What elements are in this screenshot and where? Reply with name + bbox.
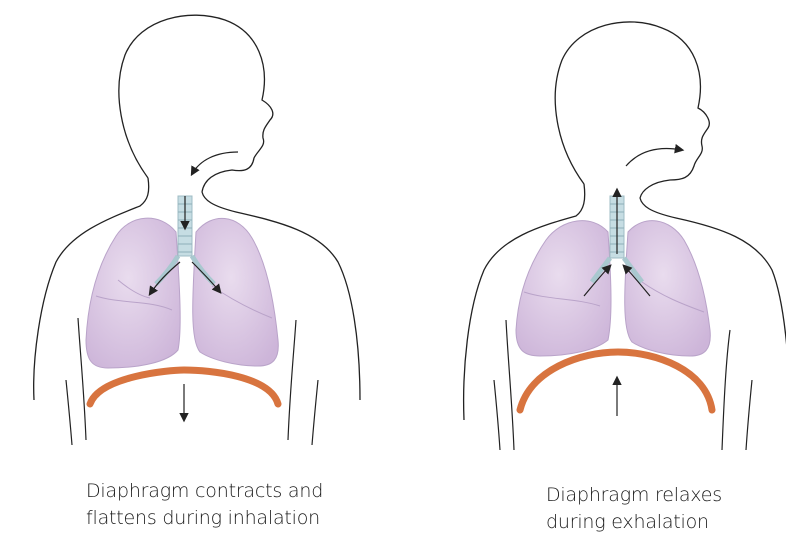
inhalation-figure bbox=[34, 15, 360, 445]
exhalation-figure bbox=[464, 22, 786, 450]
torso-side-right-figure-d bbox=[746, 380, 752, 450]
torso-side-right-b bbox=[312, 380, 318, 445]
torso-side-right-figure-c bbox=[722, 330, 730, 450]
left-lung-left-figure bbox=[193, 218, 279, 366]
torso-side-right-figure-a bbox=[506, 320, 514, 450]
caption-exhalation-line1: Diaphragm relaxes bbox=[546, 482, 786, 509]
caption-exhalation: Diaphragm relaxes during exhalation bbox=[546, 482, 786, 536]
body-outline-right bbox=[464, 22, 786, 420]
torso-side-left-b bbox=[66, 380, 72, 445]
arrow-air-out-mouth bbox=[626, 149, 682, 166]
right-lung-left-figure bbox=[86, 218, 180, 368]
torso-side-left-a bbox=[78, 318, 86, 440]
caption-exhalation-line2: during exhalation bbox=[546, 509, 786, 536]
diaphragm-domed bbox=[520, 352, 712, 410]
left-lung-right-figure bbox=[625, 221, 711, 356]
caption-inhalation-line1: Diaphragm contracts and bbox=[86, 478, 406, 505]
right-lung-right-figure bbox=[516, 221, 611, 356]
torso-side-right-figure-b bbox=[494, 380, 500, 450]
caption-inhalation: Diaphragm contracts and flattens during … bbox=[86, 478, 406, 532]
caption-inhalation-line2: flattens during inhalation bbox=[86, 505, 406, 532]
torso-side-right-a bbox=[288, 320, 296, 440]
